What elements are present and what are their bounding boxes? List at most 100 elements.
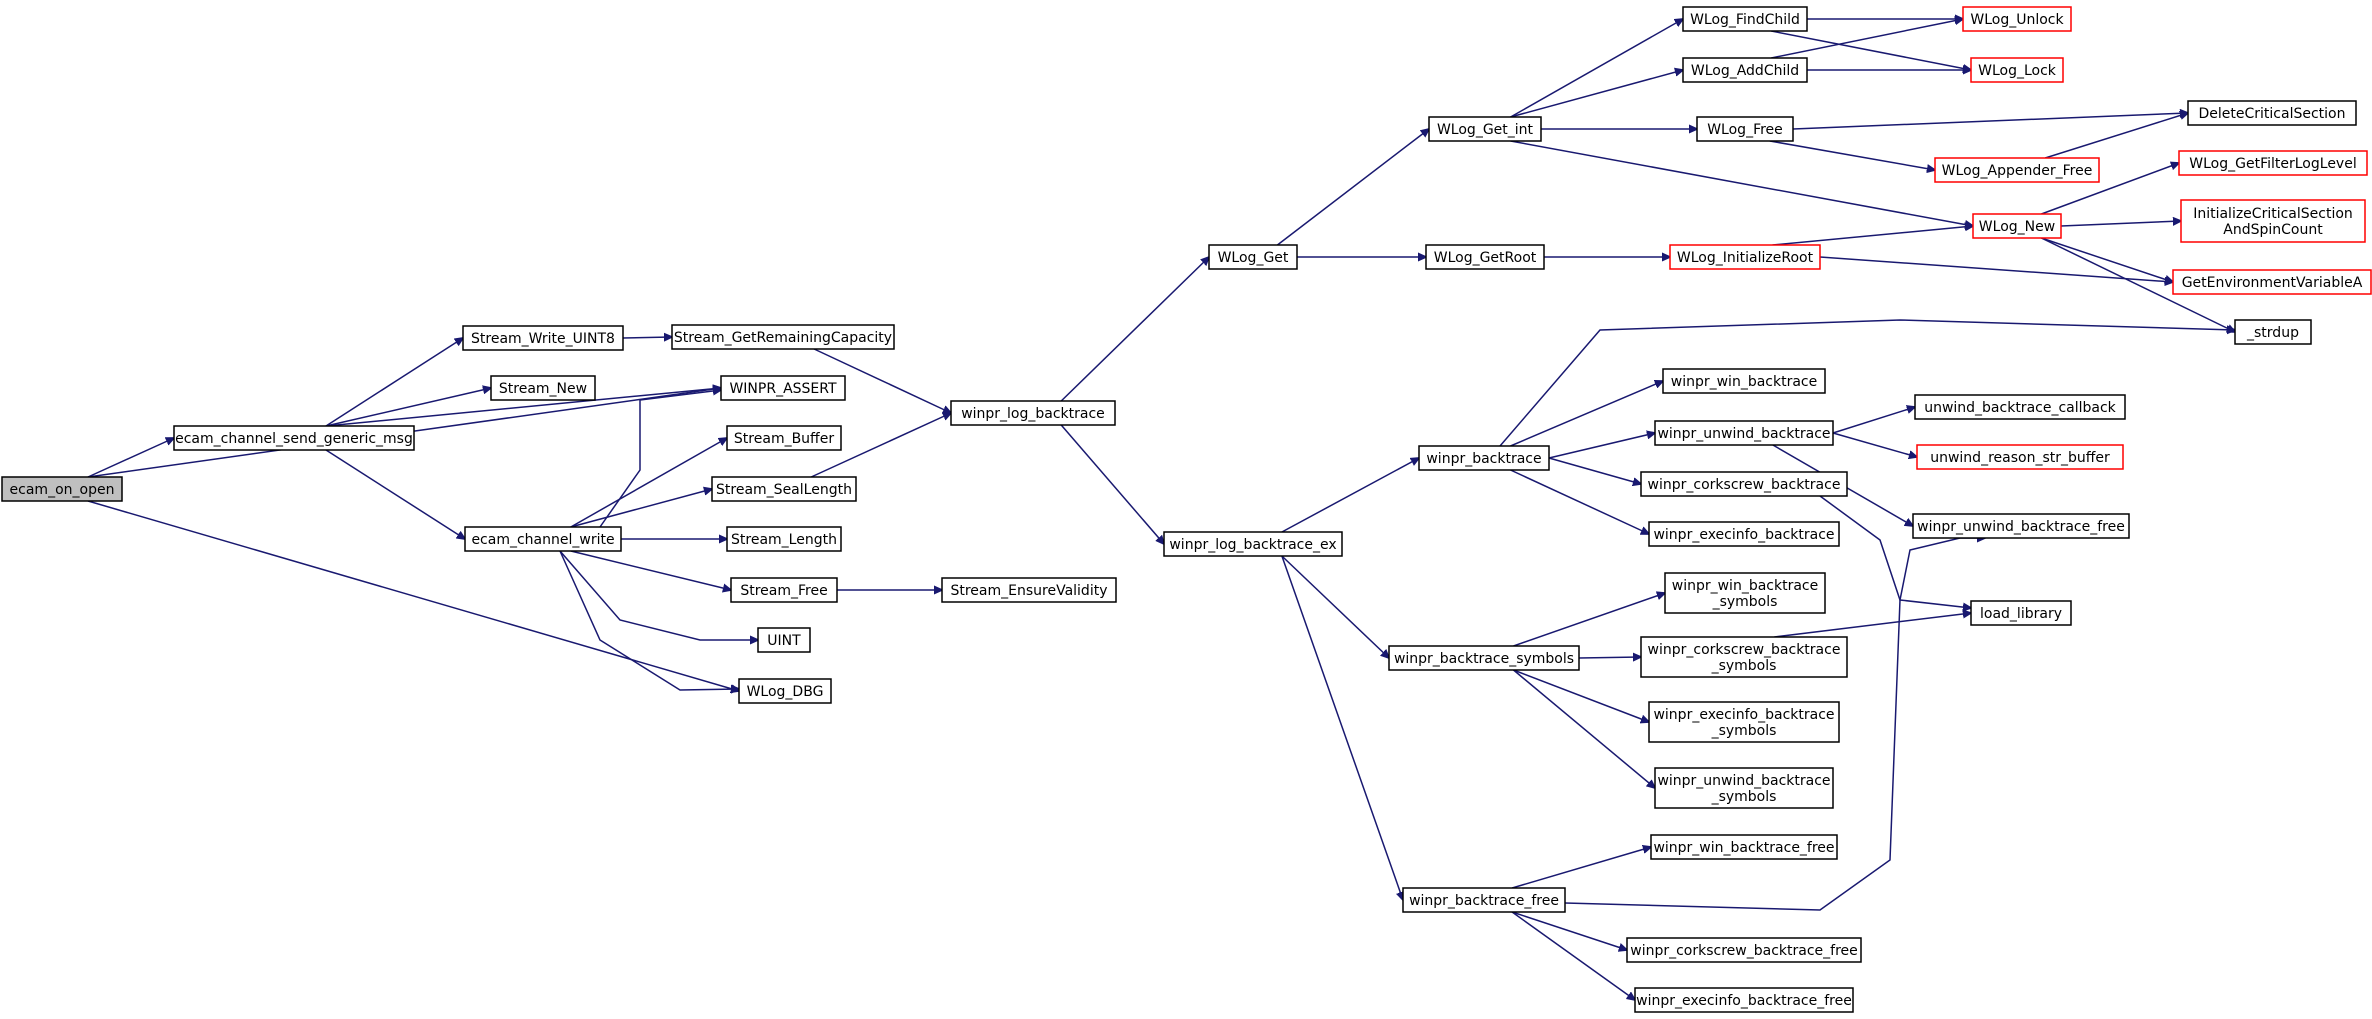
graph-node-winpr-corkscrew-backtrace-symbols[interactable]: winpr_corkscrew_backtrace_symbols <box>1640 636 1848 678</box>
graph-node-winpr-corkscrew-backtrace[interactable]: winpr_corkscrew_backtrace <box>1640 471 1848 497</box>
graph-node-wlog-lock[interactable]: WLog_Lock <box>1970 57 2064 83</box>
call-edge <box>1513 669 1656 788</box>
node-label: Stream_New <box>499 381 587 397</box>
call-edge <box>1510 70 1683 118</box>
graph-node-unwind-reason-str-buffer[interactable]: unwind_reason_str_buffer <box>1916 444 2124 470</box>
graph-node-stream-length[interactable]: Stream_Length <box>726 526 842 552</box>
graph-node-winpr-unwind-backtrace-symbols[interactable]: winpr_unwind_backtrace_symbols <box>1654 767 1834 809</box>
call-edge <box>1771 30 1971 70</box>
graph-node-winpr-win-backtrace[interactable]: winpr_win_backtrace <box>1662 368 1826 394</box>
node-label: winpr_corkscrew_backtrace_free <box>1630 943 1858 959</box>
graph-node-stream-write-uint8[interactable]: Stream_Write_UINT8 <box>462 325 624 351</box>
graph-node-winpr-corkscrew-backtrace-free[interactable]: winpr_corkscrew_backtrace_free <box>1626 937 1862 963</box>
call-edge <box>559 550 758 640</box>
call-edge <box>559 550 739 690</box>
node-label: DeleteCriticalSection <box>2199 106 2346 122</box>
graph-node-load-library[interactable]: load_library <box>1970 600 2072 626</box>
node-label: WLog_Free <box>1707 122 1783 138</box>
graph-node-stream-seallength[interactable]: Stream_SealLength <box>711 476 857 502</box>
call-edge <box>1513 669 1650 722</box>
graph-node-winpr-win-backtrace-symbols[interactable]: winpr_win_backtrace_symbols <box>1664 572 1826 614</box>
node-label: WLog_Lock <box>1978 63 2057 79</box>
graph-node-ecam-channel-write[interactable]: ecam_channel_write <box>464 526 622 552</box>
call-edge <box>622 337 672 338</box>
node-label: winpr_execinfo_backtrace <box>1653 527 1834 543</box>
graph-node-winpr-backtrace-symbols[interactable]: winpr_backtrace_symbols <box>1388 645 1580 671</box>
node-label: WLog_Get_int <box>1437 122 1534 138</box>
graph-node-winpr-execinfo-backtrace-symbols[interactable]: winpr_execinfo_backtrace_symbols <box>1648 701 1840 743</box>
node-label: WLog_AddChild <box>1691 63 1799 79</box>
call-edge <box>2060 221 2181 227</box>
call-edge <box>2041 163 2179 215</box>
call-edge <box>1548 433 1655 459</box>
call-edge <box>1276 129 1429 246</box>
graph-node-ecam-channel-send-generic-msg[interactable]: ecam_channel_send_generic_msg <box>173 425 415 451</box>
node-label: winpr_win_backtrace_free <box>1653 840 1834 856</box>
edge-layer <box>87 19 2235 1000</box>
node-label: winpr_execinfo_backtrace_free <box>1636 993 1852 1009</box>
graph-node-winpr-unwind-backtrace[interactable]: winpr_unwind_backtrace <box>1654 420 1834 446</box>
graph-node-winpr-win-backtrace-free[interactable]: winpr_win_backtrace_free <box>1650 834 1838 860</box>
call-edge <box>1281 458 1419 533</box>
node-label: WLog_GetFilterLogLevel <box>2189 156 2356 172</box>
graph-node-winpr-execinfo-backtrace[interactable]: winpr_execinfo_backtrace <box>1648 521 1840 547</box>
graph-node-wlog-getroot[interactable]: WLog_GetRoot <box>1425 244 1545 270</box>
graph-node-wlog-initializeroot[interactable]: WLog_InitializeRoot <box>1669 244 1821 270</box>
node-label: WLog_New <box>1979 219 2055 235</box>
graph-node-stream-getremainingcapacity[interactable]: Stream_GetRemainingCapacity <box>671 324 895 350</box>
call-edge <box>2041 237 2173 282</box>
graph-node-deletecriticalsection[interactable]: DeleteCriticalSection <box>2187 100 2357 126</box>
graph-node-winpr-log-backtrace[interactable]: winpr_log_backtrace <box>950 400 1116 426</box>
node-label: unwind_reason_str_buffer <box>1930 450 2110 466</box>
node-label: Stream_Buffer <box>734 431 834 447</box>
graph-node-wlog-new[interactable]: WLog_New <box>1972 213 2062 239</box>
node-label: Stream_SealLength <box>716 482 852 498</box>
node-label: Stream_Length <box>731 532 837 548</box>
graph-node-wlog-free[interactable]: WLog_Free <box>1696 116 1794 142</box>
node-label: winpr_corkscrew_backtrace <box>1648 477 1841 493</box>
call-edge <box>810 413 951 478</box>
graph-node-wlog-unlock[interactable]: WLog_Unlock <box>1962 6 2072 32</box>
call-edge <box>1832 432 1917 457</box>
node-label: Stream_EnsureValidity <box>950 583 1107 599</box>
graph-node-stream-buffer[interactable]: Stream_Buffer <box>726 425 842 451</box>
graph-node--strdup[interactable]: _strdup <box>2234 319 2312 345</box>
call-edge <box>1774 613 1971 638</box>
node-label: WLog_Unlock <box>1970 12 2064 28</box>
call-edge <box>1548 457 1641 484</box>
graph-node-wlog-appender-free[interactable]: WLog_Appender_Free <box>1934 157 2100 183</box>
graph-node-wlog-dbg[interactable]: WLog_DBG <box>738 678 832 704</box>
graph-node-stream-free[interactable]: Stream_Free <box>730 577 838 603</box>
call-edge <box>1771 19 1963 59</box>
node-label: _symbols <box>1711 789 1777 805</box>
graph-node-uint[interactable]: UINT <box>757 627 811 653</box>
graph-node-wlog-get-int[interactable]: WLog_Get_int <box>1428 116 1542 142</box>
node-label: winpr_win_backtrace <box>1672 578 1818 594</box>
graph-node-getenvironmentvariablea[interactable]: GetEnvironmentVariableA <box>2172 269 2372 295</box>
graph-node-wlog-addchild[interactable]: WLog_AddChild <box>1682 57 1808 83</box>
node-label: WLog_InitializeRoot <box>1677 250 1814 266</box>
node-label: _symbols <box>1711 723 1777 739</box>
graph-node-stream-new[interactable]: Stream_New <box>490 375 596 401</box>
call-edge <box>1510 381 1664 447</box>
graph-node-winpr-assert[interactable]: WINPR_ASSERT <box>720 375 846 401</box>
node-label: UINT <box>767 633 801 649</box>
call-edge <box>1510 469 1650 534</box>
graph-node-ecam-on-open[interactable]: ecam_on_open <box>1 476 123 502</box>
graph-node-winpr-backtrace-free[interactable]: winpr_backtrace_free <box>1402 887 1566 913</box>
call-edge <box>1499 319 2235 447</box>
graph-node-winpr-backtrace[interactable]: winpr_backtrace <box>1418 445 1550 471</box>
call-edge <box>325 388 491 427</box>
call-edge <box>1511 847 1651 889</box>
graph-node-winpr-execinfo-backtrace-free[interactable]: winpr_execinfo_backtrace_free <box>1634 987 1854 1013</box>
graph-node-stream-ensurevalidity[interactable]: Stream_EnsureValidity <box>941 577 1117 603</box>
call-edge <box>1281 555 1389 658</box>
graph-node-winpr-unwind-backtrace-free[interactable]: winpr_unwind_backtrace_free <box>1912 513 2130 539</box>
graph-node-wlog-getfilterloglevel[interactable]: WLog_GetFilterLogLevel <box>2178 150 2368 176</box>
graph-node-winpr-log-backtrace-ex[interactable]: winpr_log_backtrace_ex <box>1163 531 1343 557</box>
graph-node-wlog-get[interactable]: WLog_Get <box>1208 244 1298 270</box>
graph-node-unwind-backtrace-callback[interactable]: unwind_backtrace_callback <box>1914 394 2126 420</box>
graph-node-wlog-findchild[interactable]: WLog_FindChild <box>1682 6 1808 32</box>
call-edge <box>1819 495 1971 608</box>
